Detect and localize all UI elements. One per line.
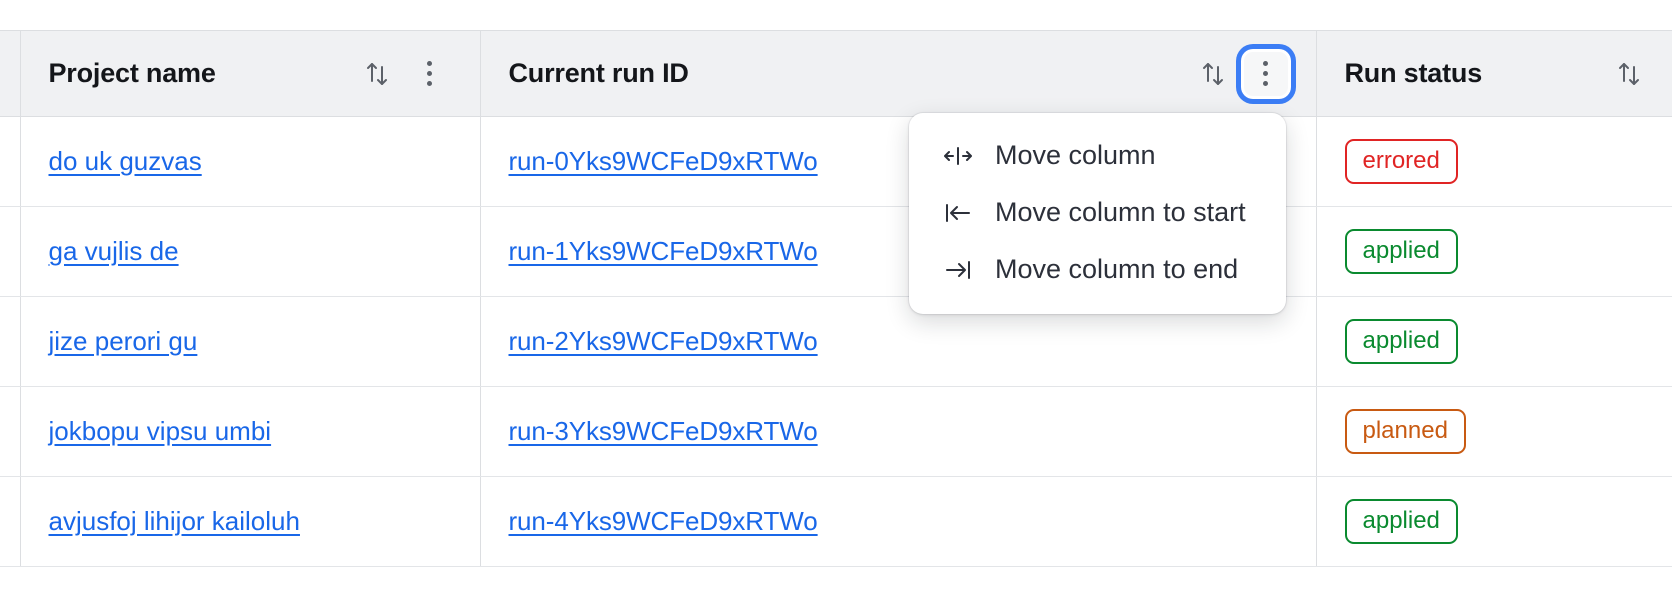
table-row: jize perori gu run-2Yks9WCFeD9xRTWo appl… xyxy=(0,296,1672,387)
row-gutter-cell xyxy=(0,476,21,567)
status-badge: applied xyxy=(1344,228,1458,275)
move-column-to-end-icon xyxy=(943,255,973,285)
column-menu-button-project-name[interactable] xyxy=(408,52,452,96)
cell-run-status: applied xyxy=(1316,296,1672,387)
cell-project-name: jize perori gu xyxy=(20,296,481,387)
run-id-link[interactable]: run-1Yks9WCFeD9xRTWo xyxy=(508,236,818,266)
projects-table: Project name xyxy=(0,30,1672,567)
project-name-link[interactable]: ga vujlis de xyxy=(48,236,179,266)
menu-item-label: Move column xyxy=(995,140,1156,170)
status-badge: planned xyxy=(1344,408,1466,455)
project-name-link[interactable]: do uk guzvas xyxy=(48,146,202,176)
row-gutter-header xyxy=(0,30,21,117)
menu-item-label: Move column to end xyxy=(995,254,1239,284)
table-row: ga vujlis de run-1Yks9WCFeD9xRTWo applie… xyxy=(0,206,1672,297)
row-gutter-cell xyxy=(0,206,21,297)
run-id-link[interactable]: run-0Yks9WCFeD9xRTWo xyxy=(508,146,818,176)
run-id-link[interactable]: run-2Yks9WCFeD9xRTWo xyxy=(508,326,818,356)
column-menu-button-current-run-id[interactable] xyxy=(1243,51,1288,96)
cell-project-name: avjusfoj lihijor kailoluh xyxy=(20,476,481,567)
table-row: do uk guzvas run-0Yks9WCFeD9xRTWo errore… xyxy=(0,116,1672,207)
table-row: avjusfoj lihijor kailoluh run-4Yks9WCFeD… xyxy=(0,476,1672,567)
cell-project-name: jokbopu vipsu umbi xyxy=(20,386,481,477)
move-column-icon xyxy=(943,141,973,171)
column-header-label-project-name: Project name xyxy=(48,58,216,88)
cell-run-id: run-3Yks9WCFeD9xRTWo xyxy=(480,386,1317,477)
project-name-link[interactable]: avjusfoj lihijor kailoluh xyxy=(48,506,300,536)
project-name-link[interactable]: jize perori gu xyxy=(48,326,198,356)
status-badge: applied xyxy=(1344,498,1458,545)
cell-run-status: applied xyxy=(1316,206,1672,297)
move-column-to-start-icon xyxy=(943,198,973,228)
sort-updown-icon-project-name[interactable] xyxy=(362,57,392,91)
row-gutter-cell xyxy=(0,386,21,477)
table-header-row: Project name xyxy=(0,30,1672,117)
project-name-link[interactable]: jokbopu vipsu umbi xyxy=(48,416,272,446)
status-badge: errored xyxy=(1344,138,1458,185)
column-options-menu: Move column Move column to start xyxy=(909,113,1286,314)
column-header-label-current-run-id: Current run ID xyxy=(508,58,689,88)
table-body: do uk guzvas run-0Yks9WCFeD9xRTWo errore… xyxy=(0,116,1672,567)
table-row: jokbopu vipsu umbi run-3Yks9WCFeD9xRTWo … xyxy=(0,386,1672,477)
run-id-link[interactable]: run-3Yks9WCFeD9xRTWo xyxy=(508,416,818,446)
column-header-label-run-status: Run status xyxy=(1344,58,1483,88)
cell-run-status: planned xyxy=(1316,386,1672,477)
sort-updown-icon-current-run-id[interactable] xyxy=(1198,57,1228,91)
status-badge: applied xyxy=(1344,318,1458,365)
cell-run-id: run-4Yks9WCFeD9xRTWo xyxy=(480,476,1317,567)
data-table-container: Project name xyxy=(0,30,1672,612)
menu-item-move-column[interactable]: Move column xyxy=(909,127,1286,184)
kebab-icon-project-name xyxy=(427,59,432,89)
kebab-icon-current-run-id xyxy=(1263,59,1268,89)
row-gutter-cell xyxy=(0,116,21,207)
menu-item-move-column-to-end[interactable]: Move column to end xyxy=(909,241,1286,298)
cell-run-status: errored xyxy=(1316,116,1672,207)
row-gutter-cell xyxy=(0,296,21,387)
menu-item-label: Move column to start xyxy=(995,197,1246,227)
column-header-project-name[interactable]: Project name xyxy=(20,30,481,117)
run-id-link[interactable]: run-4Yks9WCFeD9xRTWo xyxy=(508,506,818,536)
menu-item-move-column-to-start[interactable]: Move column to start xyxy=(909,184,1286,241)
cell-project-name: do uk guzvas xyxy=(20,116,481,207)
sort-updown-icon-run-status[interactable] xyxy=(1614,57,1644,91)
cell-project-name: ga vujlis de xyxy=(20,206,481,297)
cell-run-status: applied xyxy=(1316,476,1672,567)
table-header: Project name xyxy=(0,30,1672,117)
column-header-current-run-id[interactable]: Current run ID xyxy=(480,30,1317,117)
column-header-run-status[interactable]: Run status xyxy=(1316,30,1672,117)
